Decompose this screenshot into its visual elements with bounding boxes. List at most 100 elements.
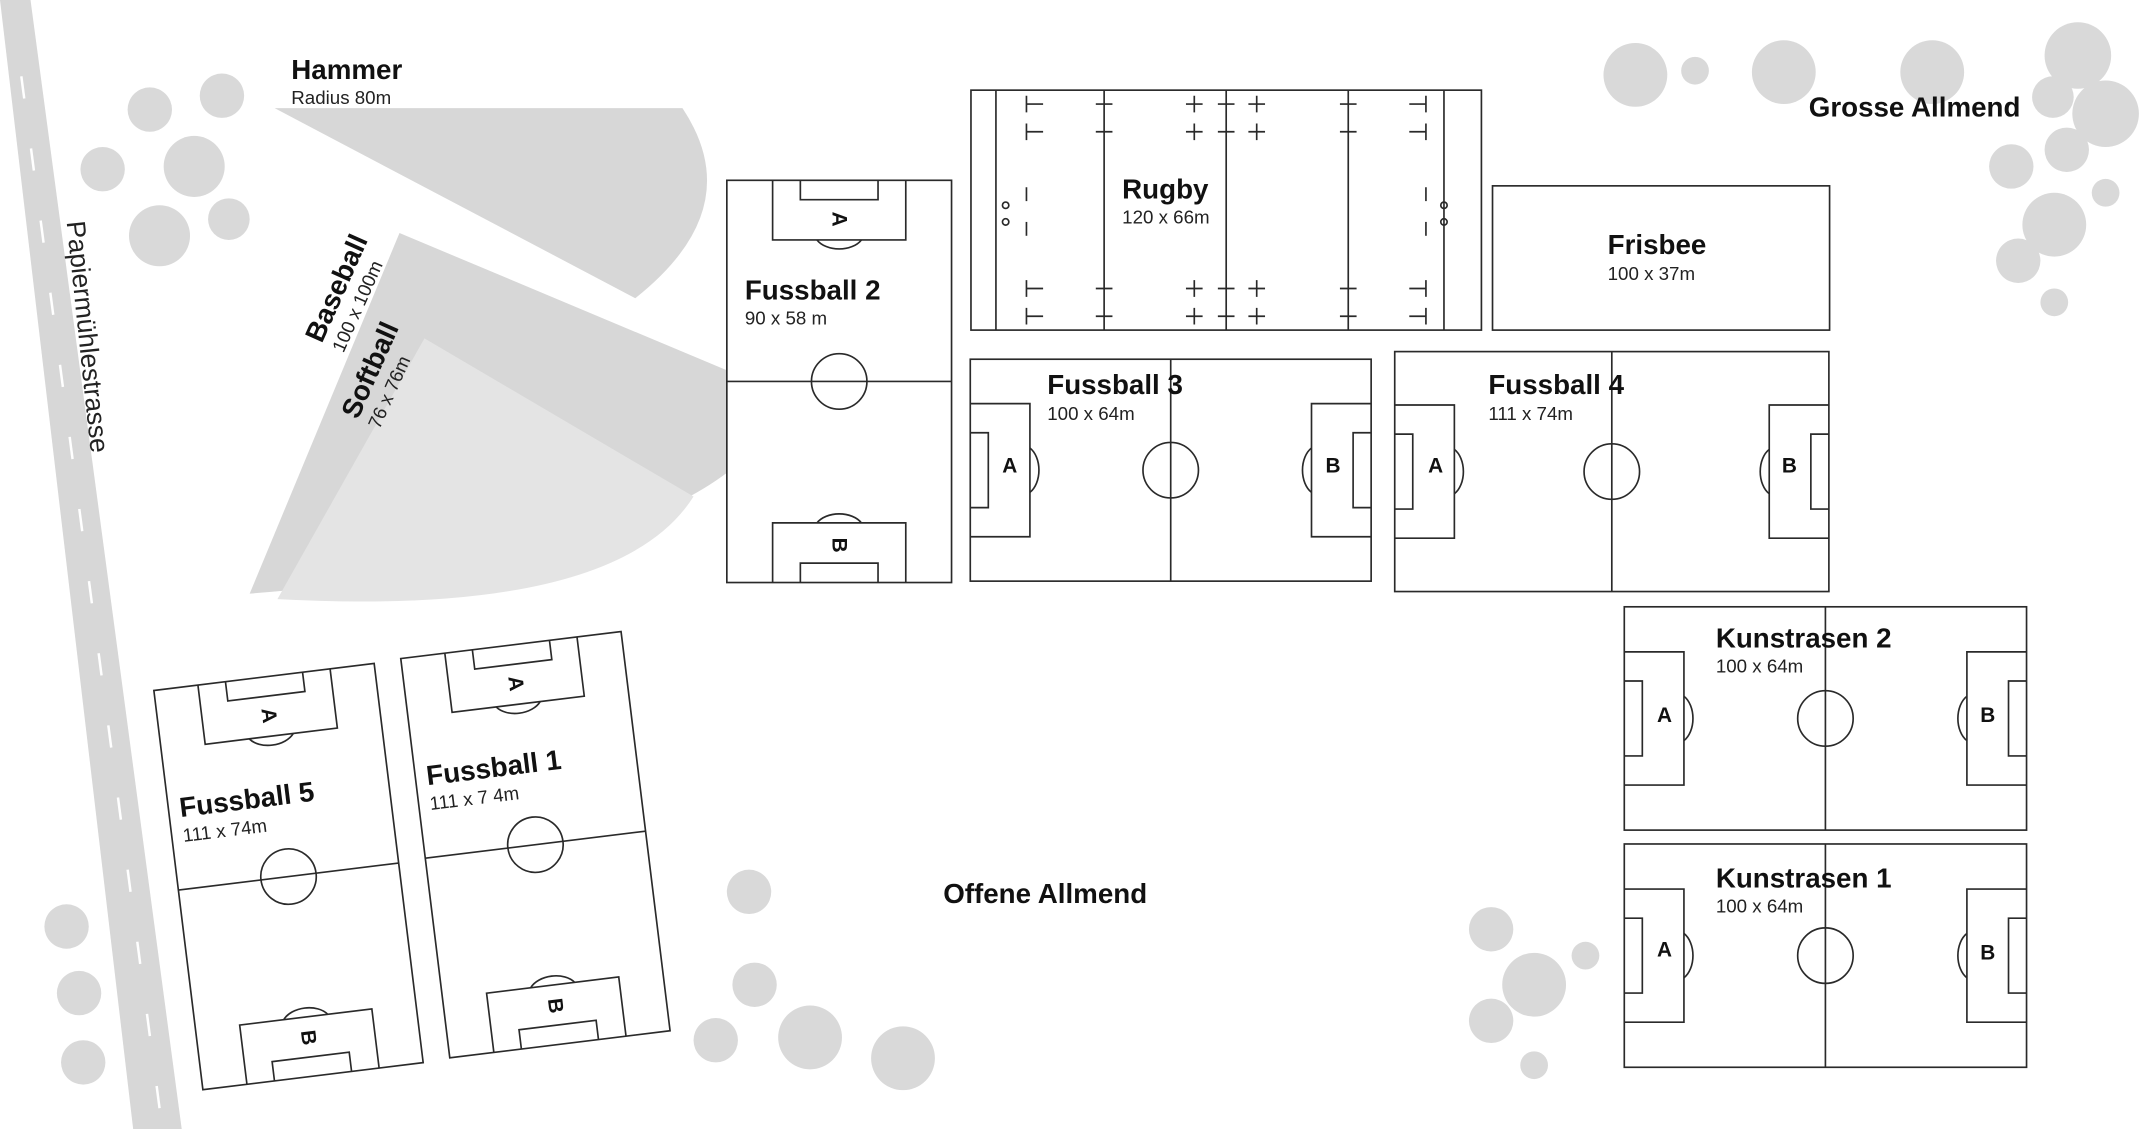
penalty-box	[1966, 651, 2027, 786]
center-circle	[1142, 441, 1200, 499]
road-dash	[107, 725, 113, 748]
rugby-mark	[1185, 95, 1203, 113]
tree-icon	[61, 1040, 106, 1085]
penalty-arc	[248, 732, 295, 747]
field-fussball-1[interactable]: A B Fussball 1 111 x 7 4m	[399, 630, 671, 1059]
area-label-offene-allmend: Offene Allmend	[943, 878, 1147, 909]
road-dash	[145, 1013, 152, 1037]
rugby-mark	[1248, 123, 1266, 141]
field-frisbee[interactable]	[1491, 185, 1831, 331]
penalty-arc	[816, 239, 863, 250]
road-dash	[87, 580, 94, 604]
goal-b-label: B	[296, 1029, 321, 1047]
pitch-lines	[1623, 843, 2028, 1069]
tree-icon	[1502, 952, 1567, 1017]
fussball-4-title: Fussball 4	[1488, 369, 1624, 400]
tree-icon	[1996, 238, 2041, 283]
rugby-lines	[995, 90, 1448, 331]
road-dash	[126, 869, 132, 892]
rugby-mark	[1409, 280, 1427, 297]
goal-a-label: A	[256, 707, 281, 725]
rugby-mark	[1185, 123, 1203, 141]
penalty-box	[1310, 402, 1372, 538]
goal-post-icon	[1001, 217, 1010, 226]
goal-b-label: B	[1325, 455, 1340, 478]
goal-b-label: B	[543, 997, 568, 1015]
tree-icon	[2040, 288, 2069, 317]
tree-icon	[127, 87, 172, 132]
tree-icon	[1468, 998, 1514, 1044]
field-fussball-3[interactable]: A B	[969, 358, 1372, 582]
kunstrasen-1-size: 100 x 64m	[1716, 896, 1803, 917]
center-circle	[1796, 689, 1854, 748]
fussball-4-size: 111 x 74m	[1488, 403, 1573, 424]
goal-area	[471, 640, 553, 670]
pitch-lines	[726, 179, 953, 584]
goal-area	[518, 1019, 600, 1050]
penalty-arc	[283, 1006, 329, 1021]
rugby-size: 120 x 66m	[1122, 206, 1209, 227]
penalty-box	[1394, 404, 1456, 539]
field-fussball-5[interactable]: A B Fussball 5 111 x 74m	[152, 662, 425, 1091]
road-dash	[20, 76, 26, 99]
pitch-lines	[399, 630, 671, 1059]
road	[0, 0, 182, 1129]
goal-area	[2007, 917, 2027, 994]
goal-area	[1624, 680, 1644, 757]
rugby-mark	[1025, 307, 1044, 325]
penalty-arc	[816, 513, 863, 524]
penalty-arc	[1453, 448, 1465, 495]
rugby-mark	[1409, 307, 1427, 325]
penalty-arc	[495, 701, 541, 715]
penalty-box	[1624, 651, 1685, 786]
rugby-mark	[1025, 123, 1044, 141]
goal-area	[970, 431, 990, 509]
goal-b-label: B	[1782, 455, 1797, 478]
fussball-2-size: 90 x 58 m	[745, 308, 827, 329]
field-fussball-4[interactable]: A B	[1393, 350, 1830, 593]
goal-area	[1810, 433, 1829, 510]
goal-area	[224, 672, 306, 702]
field-kunstrasen-1[interactable]: A B	[1623, 843, 2028, 1069]
goal-a-label: A	[503, 675, 528, 693]
road-dash	[78, 508, 84, 532]
tree-icon	[778, 1005, 842, 1070]
field-kunstrasen-2[interactable]: A B	[1623, 605, 2028, 831]
road-dash	[29, 148, 36, 171]
tree-icon	[1603, 42, 1668, 107]
road-dash	[97, 653, 103, 676]
kunstrasen-2-size: 100 x 64m	[1716, 656, 1803, 677]
hammer-zone	[274, 108, 708, 299]
goal-a-label: A	[1657, 939, 1672, 962]
kunstrasen-2-title: Kunstrasen 2	[1716, 623, 1892, 654]
tree-icon	[732, 962, 777, 1007]
tree-icon	[2091, 178, 2120, 207]
penalty-box	[771, 522, 907, 583]
tree-icon	[2044, 127, 2089, 172]
tree-icon	[693, 1018, 738, 1063]
tree-icon	[1520, 1051, 1548, 1080]
field-rugby[interactable]	[970, 89, 1483, 331]
kunstrasen-1-title: Kunstrasen 1	[1716, 863, 1892, 894]
goal-a-label: A	[1002, 455, 1017, 478]
rugby-mark	[1248, 280, 1266, 297]
rugby-mark	[1409, 95, 1427, 113]
hammer-title: Hammer	[291, 54, 402, 85]
field-fussball-2[interactable]: A B	[726, 179, 953, 584]
penalty-box	[485, 976, 627, 1053]
center-circle	[810, 352, 868, 410]
goal-b-label: B	[1980, 941, 1995, 964]
road-dash	[58, 364, 65, 388]
tree-icon	[1751, 40, 1816, 105]
tree-icon	[56, 970, 102, 1016]
softball-zone	[277, 338, 694, 602]
halfway-line	[178, 862, 399, 891]
tree-icon	[1900, 40, 1965, 105]
rugby-mark	[1185, 307, 1203, 325]
goal-area	[2007, 680, 2027, 757]
frisbee-size: 100 x 37m	[1608, 263, 1695, 284]
tree-icon	[199, 73, 245, 118]
penalty-box	[1966, 888, 2027, 1024]
rugby-title: Rugby	[1122, 173, 1209, 204]
